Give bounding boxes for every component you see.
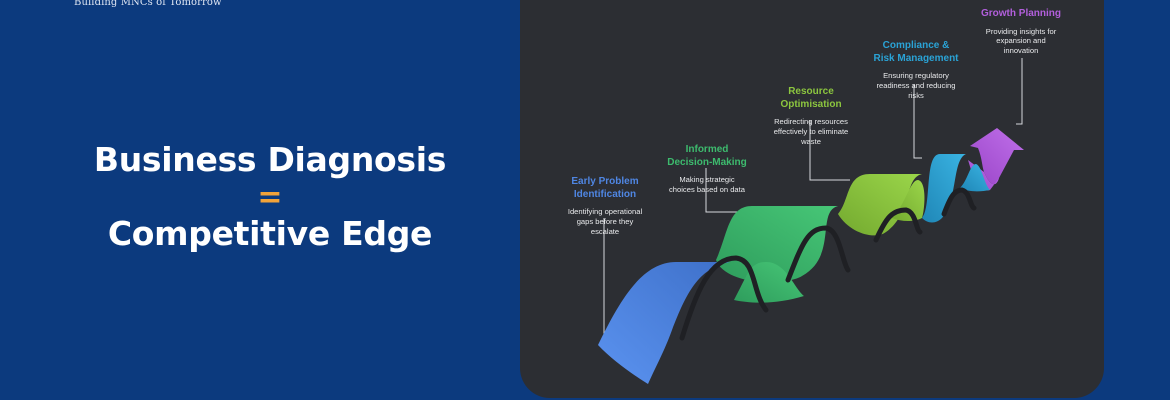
step-1-title-line-2: Identification xyxy=(573,188,637,200)
step-4-title-line-1: Compliance & xyxy=(882,40,950,51)
brand-tagline: Building MNCs of Tomorrow xyxy=(74,0,222,8)
step-3-desc: Redirecting resources effectively to eli… xyxy=(760,117,862,147)
step-3-desc-line-2: effectively to eliminate xyxy=(773,126,849,136)
step-5-desc-line-3: innovation xyxy=(1003,46,1039,56)
step-2: Informed Decision-Making Making strategi… xyxy=(652,144,762,195)
step-1-title: Early Problem Identification xyxy=(554,176,656,201)
step-3-desc-line-1: Redirecting resources xyxy=(774,117,848,126)
leader-line-3 xyxy=(809,120,850,181)
step-1-desc-line-3: escalate xyxy=(590,226,620,236)
leader-line-2 xyxy=(705,168,746,213)
step-5: Growth Planning Providing insights for e… xyxy=(972,8,1070,56)
growth-staircase-diagram xyxy=(598,58,1024,384)
step-shape-3 xyxy=(838,174,922,236)
step-shape-4b xyxy=(960,164,990,192)
step-1-desc-line-1: Identifying operational xyxy=(567,207,643,216)
growth-arrow xyxy=(970,128,1024,185)
leader-lines xyxy=(603,58,1023,340)
step-5-desc: Providing insights for expansion and inn… xyxy=(972,27,1070,57)
step-3-title-line-1: Resource xyxy=(788,86,834,97)
diagram-panel: Early Problem Identification Identifying… xyxy=(520,0,1104,398)
step-5-title: Growth Planning xyxy=(972,8,1070,21)
step-shape-1 xyxy=(598,262,730,384)
headline-line-2: Competitive Edge xyxy=(107,214,433,254)
headline: Business Diagnosis = Competitive Edge xyxy=(40,140,500,254)
step-4: Compliance & Risk Management Ensuring re… xyxy=(860,40,972,101)
step-1: Early Problem Identification Identifying… xyxy=(554,176,656,237)
step-5-title-line-1: Growth Planning xyxy=(981,8,1061,19)
step-separators xyxy=(679,187,977,341)
step-4-title: Compliance & Risk Management xyxy=(860,40,972,65)
step-2-desc: Making strategic choices based on data xyxy=(652,175,762,195)
step-5-desc-line-2: expansion and xyxy=(996,36,1046,46)
step-3-desc-line-3: waste xyxy=(801,136,821,146)
step-5-desc-line-1: Providing insights for xyxy=(985,26,1057,36)
headline-equals: = xyxy=(257,180,283,216)
step-2-title: Informed Decision-Making xyxy=(652,144,762,169)
step-3-title-line-2: Optimisation xyxy=(780,98,842,110)
step-4-desc: Ensuring regulatory readiness and reduci… xyxy=(860,71,972,101)
headline-line-1: Business Diagnosis xyxy=(93,140,447,179)
leader-line-5 xyxy=(1016,58,1023,125)
step-2-title-line-2: Decision-Making xyxy=(667,156,747,168)
step-4-desc-line-2: readiness and reducing xyxy=(876,80,956,90)
step-3: Resource Optimisation Redirecting resour… xyxy=(760,86,862,147)
step-2-desc-line-2: choices based on data xyxy=(669,184,745,194)
step-4-desc-line-1: Ensuring regulatory xyxy=(883,71,949,80)
step-2-desc-line-1: Making strategic xyxy=(679,175,735,184)
step-1-desc-line-2: gaps before they xyxy=(576,216,634,226)
step-1-title-line-1: Early Problem xyxy=(571,176,639,187)
leader-line-4 xyxy=(913,84,922,159)
step-1-desc: Identifying operational gaps before they… xyxy=(554,207,656,237)
step-4-desc-line-3: risks xyxy=(908,90,924,100)
step-2-title-line-1: Informed xyxy=(685,144,729,155)
step-3-title: Resource Optimisation xyxy=(760,86,862,111)
step-shape-4 xyxy=(922,154,966,223)
step-4-title-line-2: Risk Management xyxy=(873,52,959,64)
